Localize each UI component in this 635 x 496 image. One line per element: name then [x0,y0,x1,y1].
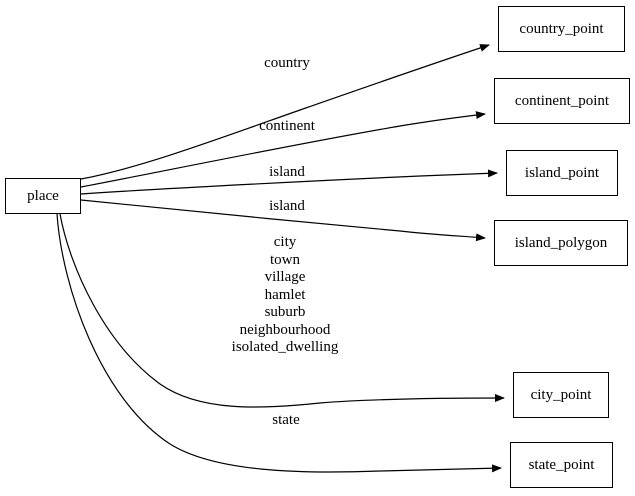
node-label: continent_point [514,92,610,109]
edge-place-to-city_point [59,213,505,408]
edge-place-to-continent_point [80,111,486,188]
edge-paths [56,44,505,473]
node-label: place [27,187,59,204]
edge-label-place-to-island_polygon: island [269,198,305,214]
edge-place-to-state_point [56,213,502,473]
edge-place-to-island_point [80,169,498,195]
edge-label-place-to-continent_point: continent [259,118,315,134]
edge-label-place-to-island_point: island [269,164,305,180]
node-continent_point[interactable]: continent_point [494,78,630,124]
node-label: island_polygon [514,234,608,251]
node-state_point[interactable]: state_point [510,442,613,488]
node-label: state_point [528,456,595,473]
edge-label-place-to-country_point: country [264,55,310,71]
node-place[interactable]: place [5,178,81,214]
node-label: city_point [530,386,592,403]
edge-place-to-island_polygon [80,199,486,242]
node-island_point[interactable]: island_point [506,150,618,196]
edge-label-place-to-state_point: state [272,412,300,428]
node-city_point[interactable]: city_point [513,372,609,418]
edge-label-place-to-city_point: city town village hamlet suburb neighbou… [231,234,339,355]
node-label: country_point [519,20,604,37]
node-island_polygon[interactable]: island_polygon [494,220,628,266]
edge-place-to-country_point [80,44,490,180]
node-label: island_point [524,164,600,181]
node-country_point[interactable]: country_point [498,6,625,52]
